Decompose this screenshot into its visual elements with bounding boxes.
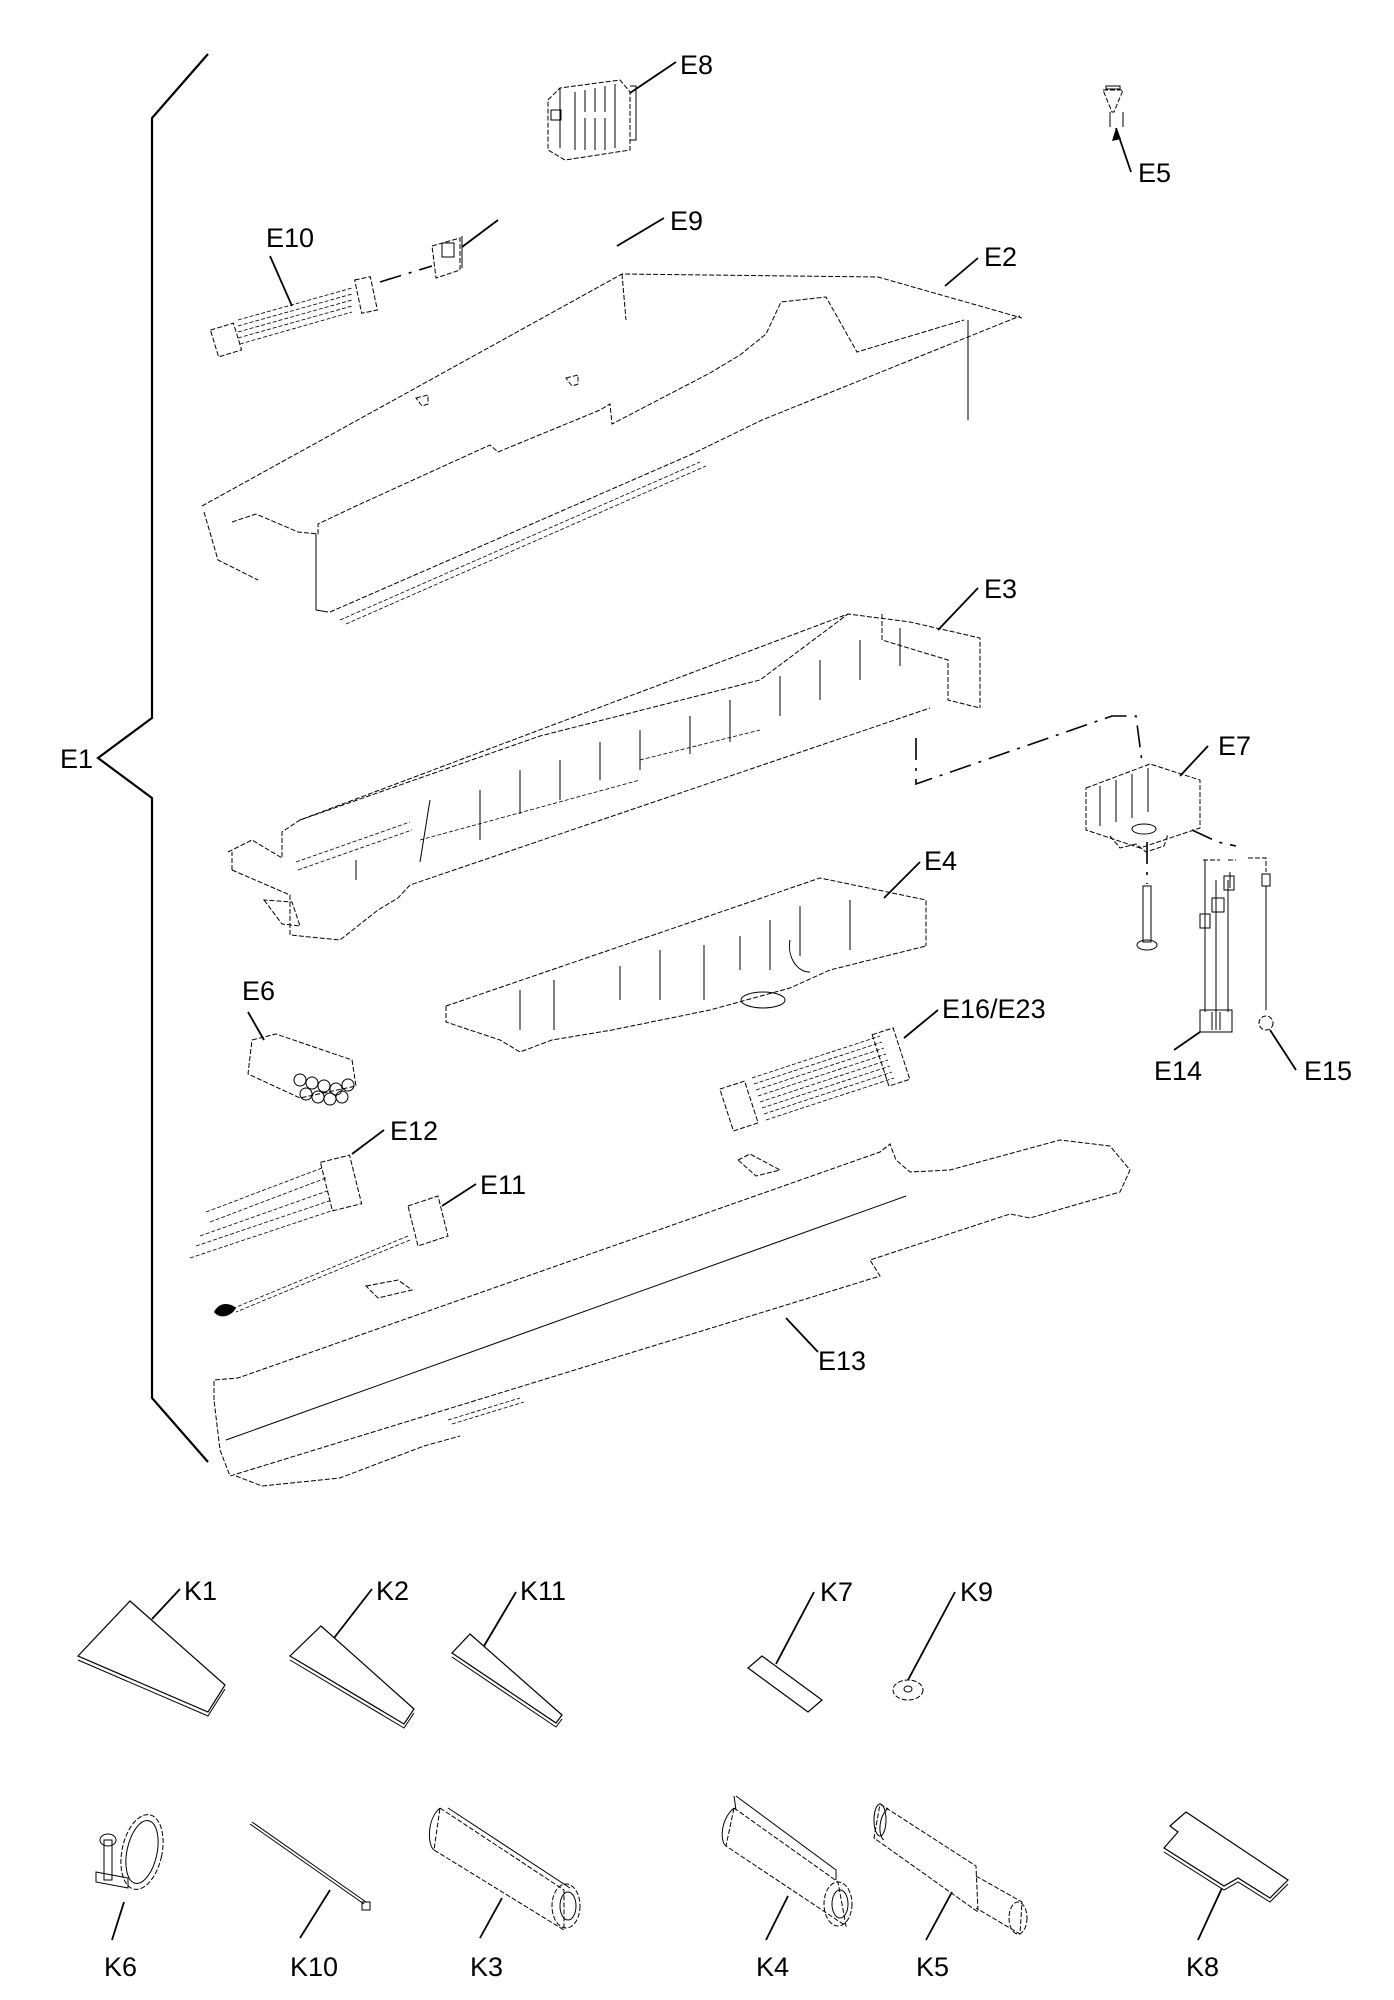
- part-e10-wire-harness[interactable]: [209, 276, 378, 358]
- leader-k1: [151, 1588, 181, 1620]
- leader-e16-e23: [903, 1009, 939, 1039]
- label-e1: E1: [60, 744, 93, 774]
- leader-e8: [629, 61, 677, 94]
- leader-k2: [333, 1588, 373, 1639]
- part-e3-box-frame[interactable]: [227, 613, 981, 941]
- assembly-bracket: [96, 53, 209, 1463]
- part-k1-pad[interactable]: [76, 1600, 226, 1717]
- label-e12: E12: [390, 1116, 438, 1146]
- part-e14-ground-lead[interactable]: [1248, 857, 1274, 1031]
- part-screw[interactable]: [1136, 842, 1158, 951]
- leader-k6: [111, 1901, 125, 1941]
- label-k1: K1: [184, 1576, 217, 1606]
- part-e2-top-cover[interactable]: [201, 273, 1023, 625]
- sensor-probe-tip: [214, 1304, 236, 1317]
- part-e12-wire-harness[interactable]: [189, 1154, 363, 1259]
- arrow-head-e5: [1112, 128, 1121, 141]
- leader-e7: [1179, 745, 1209, 777]
- leader-e2: [944, 257, 979, 287]
- leader-e9: [461, 219, 499, 248]
- label-e6: E6: [242, 976, 275, 1006]
- label-k6: K6: [104, 1952, 137, 1982]
- label-e11: E11: [480, 1170, 526, 1200]
- part-k3-insulation-tube[interactable]: [429, 1807, 581, 1931]
- leader-k4: [765, 1895, 789, 1941]
- part-e15-bottom-cover[interactable]: [213, 1139, 1131, 1487]
- label-e2: E2: [984, 242, 1017, 272]
- leader-k10: [299, 1889, 331, 1939]
- leader-k11: [483, 1591, 517, 1647]
- label-e15: E13: [818, 1346, 866, 1376]
- part-k5-stepped-tube[interactable]: [873, 1803, 1028, 1935]
- label-e9: E9: [670, 206, 703, 236]
- leader-e14: [1269, 1029, 1297, 1071]
- part-e6-connector[interactable]: [247, 1033, 357, 1106]
- leader-k5: [925, 1891, 953, 1941]
- part-e8-relay-block[interactable]: [547, 79, 637, 161]
- centerline-e3-e7: [915, 715, 1143, 786]
- part-k9-washer[interactable]: [892, 1679, 924, 1701]
- part-k2-pad[interactable]: [289, 1625, 415, 1729]
- part-e7-terminal-block[interactable]: [1085, 763, 1201, 853]
- part-k10-cable-tie[interactable]: [249, 1821, 371, 1911]
- centerline-e7-leads: [1191, 829, 1237, 847]
- part-e13-lead-set[interactable]: [1199, 859, 1236, 1033]
- label-k2: K2: [376, 1576, 409, 1606]
- label-e10: E10: [266, 223, 314, 253]
- label-k3: K3: [470, 1952, 503, 1982]
- label-e7: E7: [1218, 731, 1251, 761]
- label-k10: K10: [290, 1952, 338, 1982]
- leader-e10: [269, 255, 293, 307]
- part-k11-strip[interactable]: [451, 1633, 563, 1728]
- label-k11: K11: [520, 1576, 566, 1606]
- leader-k9: [907, 1591, 956, 1681]
- part-e4-lower-housing[interactable]: [445, 877, 927, 1053]
- leader-e6: [247, 1011, 265, 1041]
- label-k5: K5: [916, 1952, 949, 1982]
- leader-e4: [883, 861, 921, 899]
- label-k4: K4: [756, 1952, 789, 1982]
- label-e3: E3: [984, 574, 1017, 604]
- leader-e15: [785, 1317, 819, 1353]
- leader-k7: [775, 1591, 815, 1665]
- part-e11-sensor[interactable]: [214, 1195, 449, 1317]
- part-e16-e23-ribbon-cable[interactable]: [719, 1027, 911, 1132]
- label-e16-e23: E16/E23: [942, 994, 1046, 1024]
- leader-e9-b: [616, 217, 665, 247]
- leader-e13: [1173, 1031, 1201, 1051]
- centerline-e10-e9: [379, 265, 433, 283]
- part-k4-insulation-tube[interactable]: [721, 1795, 853, 1928]
- label-e14: E15: [1304, 1056, 1352, 1086]
- part-k6-clamp[interactable]: [95, 1811, 169, 1894]
- leader-k8: [1197, 1887, 1223, 1941]
- label-e5: E5: [1138, 158, 1171, 188]
- label-k7: K7: [820, 1577, 853, 1607]
- part-e9-connector[interactable]: [431, 236, 463, 279]
- label-e8: E8: [680, 50, 713, 80]
- part-k8-pad[interactable]: [1163, 1811, 1289, 1903]
- part-e5-cone-fitting[interactable]: [1102, 85, 1124, 127]
- label-e13: E14: [1154, 1056, 1202, 1086]
- label-k9: K9: [960, 1577, 993, 1607]
- leader-e3: [937, 587, 979, 631]
- leader-k3: [479, 1897, 503, 1939]
- label-k8: K8: [1186, 1952, 1219, 1982]
- label-e4: E4: [924, 846, 957, 876]
- leader-e12: [351, 1129, 385, 1155]
- leader-e11: [441, 1183, 477, 1207]
- part-k7-strip[interactable]: [747, 1655, 823, 1713]
